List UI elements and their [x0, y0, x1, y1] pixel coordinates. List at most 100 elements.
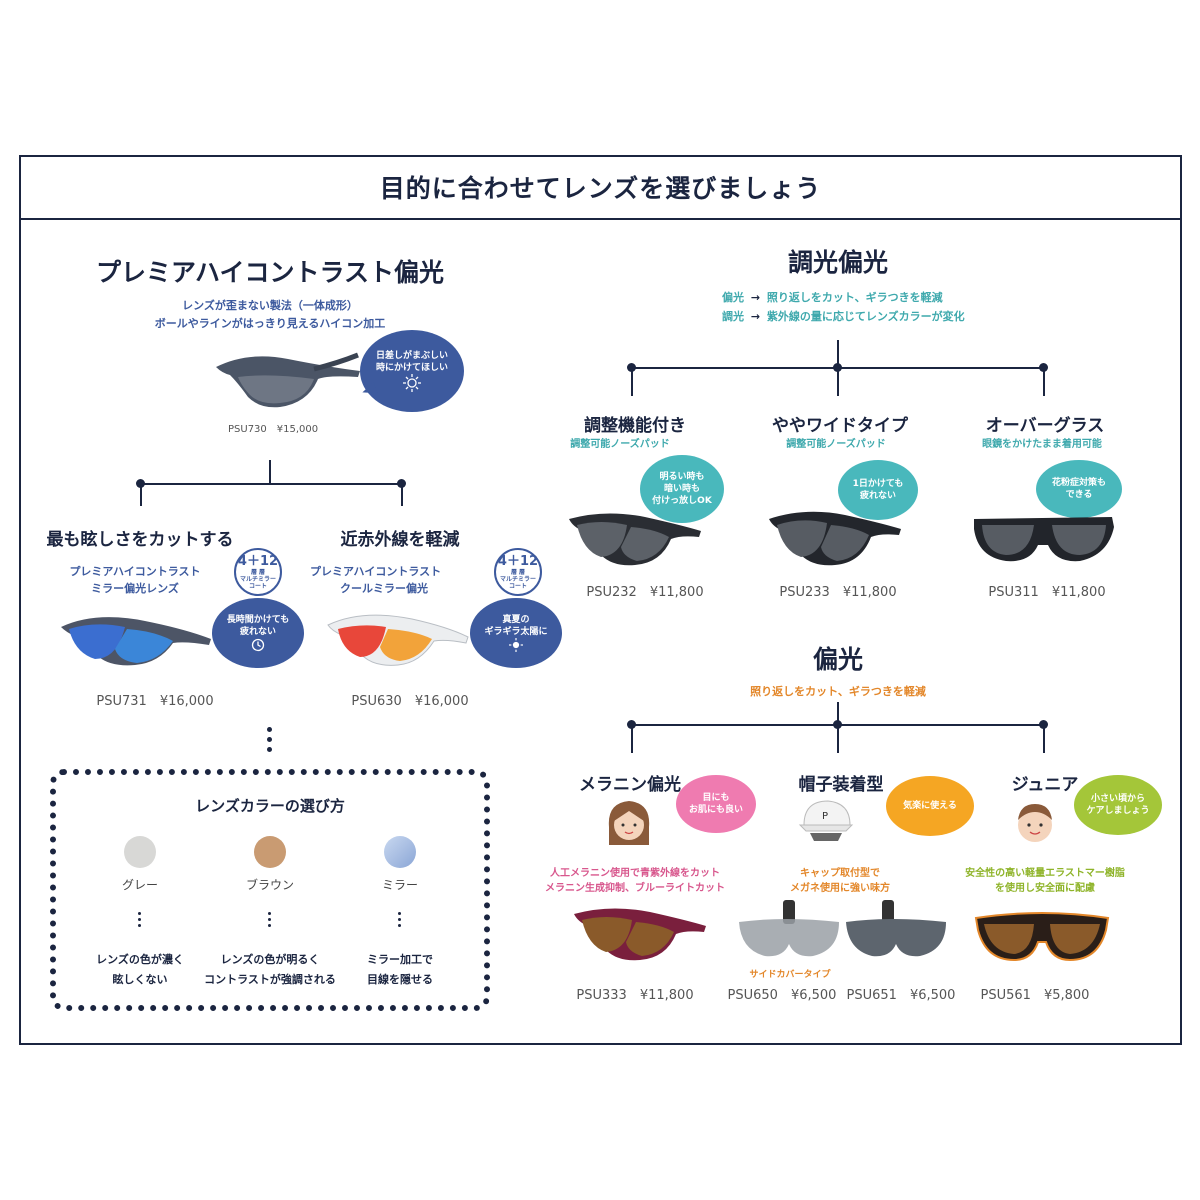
- tree-node: [136, 479, 145, 488]
- badge-text-2: コート: [508, 583, 527, 590]
- wide-sub: 調整可能ノーズパッド: [786, 439, 886, 450]
- melanin-heading: メラニン偏光: [579, 775, 681, 795]
- badge-text-1: マルチミラー: [499, 576, 536, 583]
- tree-connector: [837, 725, 839, 753]
- brown-desc-2: コントラストが強調される: [204, 972, 336, 986]
- svg-text:P: P: [822, 811, 828, 822]
- side-cover-label: サイドカバータイプ: [749, 970, 831, 980]
- junior-heading: ジュニア: [1011, 775, 1079, 795]
- sunglasses-psu731-image: [61, 617, 211, 666]
- bubble-text-1: 日差しがまぶしい: [375, 350, 448, 361]
- price-psu233: PSU233 ¥11,800: [779, 585, 897, 600]
- bubble-text-1: 1日かけても: [852, 478, 904, 489]
- tree-connector: [269, 460, 271, 484]
- infrared-sub-1: プレミアハイコントラスト: [310, 565, 442, 578]
- infrared-speech-bubble: 真夏の ギラギラ太陽に: [470, 598, 562, 668]
- mirror-heading: 最も眩しさをカットする: [46, 530, 234, 550]
- badge-number: 4＋12: [237, 554, 279, 569]
- melanin-speech-bubble: 目にも お肌にも良い: [676, 775, 756, 833]
- brown-desc-1: レンズの色が明るく: [220, 953, 320, 966]
- price-psu630: PSU630 ¥16,000: [351, 694, 469, 709]
- face-icon: [1018, 804, 1052, 842]
- cap-desc-1: キャップ取付型で: [800, 868, 880, 879]
- color-guide-heading: レンズカラーの選び方: [195, 797, 345, 815]
- tree-connector: [837, 368, 839, 396]
- bubble-text-1: 明るい時も: [659, 471, 705, 482]
- badge-text-1: マルチミラー: [239, 576, 276, 583]
- sun-icon: [509, 638, 523, 653]
- bubble-text-1: 花粉症対策も: [1051, 477, 1106, 488]
- adjustable-sub: 調整可能ノーズパッド: [570, 439, 670, 450]
- row2-text: 紫外線の量に応じてレンズカラーが変化: [766, 310, 965, 323]
- continuation-dots: [398, 912, 404, 927]
- bubble-text-2: お肌にも良い: [688, 805, 743, 815]
- mirror-desc-2: 目線を隠せる: [367, 972, 433, 986]
- price-psu730: PSU730 ¥15,000: [228, 424, 319, 435]
- bubble-text-2: ケアしましょう: [1086, 806, 1150, 816]
- bubble-text-3: 付けっ放しOK: [652, 496, 712, 507]
- tree-connector: [140, 484, 142, 506]
- wide-speech-bubble: 1日かけても 疲れない: [838, 460, 918, 520]
- tree-node: [1039, 720, 1048, 729]
- bubble-text-2: 暗い時も: [663, 483, 700, 494]
- row1-text: 照り返しをカット、ギラつきを軽減: [766, 291, 943, 304]
- tree-connector: [1043, 368, 1045, 396]
- tree-node: [1039, 363, 1048, 372]
- overglass-heading: オーバーグラス: [985, 416, 1105, 436]
- bubble-text-1: 目にも: [702, 792, 730, 803]
- tree-node: [627, 363, 636, 372]
- continuation-dots: [267, 727, 273, 752]
- premium-desc-2: ボールやラインがはっきり見えるハイコン加工: [154, 317, 386, 330]
- junior-desc-2: を使用し安全面に配慮: [995, 883, 1095, 894]
- bubble-text-1: 長時間かけても: [226, 614, 290, 625]
- premium-speech-bubble: 日差しがまぶしい 時にかけてほしい: [360, 330, 464, 412]
- photochromic-row-2: 調光 → 紫外線の量に応じてレンズカラーが変化: [722, 308, 965, 324]
- brown-lens-swatch: [254, 836, 286, 868]
- gray-desc-2: 眩しくない: [112, 972, 168, 986]
- bubble-text-1: 小さい頃から: [1090, 793, 1145, 804]
- badge-number: 4＋12: [497, 554, 539, 569]
- sunglasses-psu333-image: [574, 908, 706, 961]
- tree-node: [397, 479, 406, 488]
- brown-lens-name: ブラウン: [245, 878, 294, 892]
- overglass-sub: 眼鏡をかけたまま着用可能: [982, 439, 1102, 450]
- brown-lens-desc: レンズの色が明るく コントラストが強調される: [195, 950, 345, 990]
- bubble-text-1: 真夏の: [502, 614, 530, 625]
- junior-desc-1: 安全性の高い軽量エラストマー樹脂: [965, 868, 1125, 879]
- adjustable-speech-bubble: 明るい時も 暗い時も 付けっ放しOK: [640, 455, 724, 523]
- price-psu561: PSU561 ¥5,800: [980, 988, 1090, 1003]
- tree-connector: [401, 484, 403, 506]
- cap-icon: P: [798, 800, 854, 841]
- tree-node: [833, 363, 842, 372]
- price-psu651: PSU651 ¥6,500: [846, 988, 956, 1003]
- gray-desc-1: レンズの色が濃く: [96, 953, 184, 966]
- premium-heading: プレミアハイコントラスト偏光: [95, 258, 444, 287]
- adjustable-heading: 調整機能付き: [584, 416, 686, 436]
- mirror-speech-bubble: 長時間かけても 疲れない: [212, 598, 304, 668]
- row1-label: 偏光: [722, 291, 744, 304]
- bubble-text-1: 気楽に使える: [903, 800, 957, 811]
- photochromic-heading: 調光偏光: [787, 248, 888, 277]
- multimirror-badge: 4＋12 層 層 マルチミラー コート: [234, 548, 282, 596]
- row2-label: 調光: [722, 310, 744, 323]
- melanin-desc-1: 人工メラニン使用で青紫外線をカット: [550, 868, 720, 879]
- polarized-sub: 照り返しをカット、ギラつきを軽減: [750, 685, 926, 698]
- tree-node: [833, 720, 842, 729]
- gray-lens-name: グレー: [121, 878, 158, 892]
- tree-connector: [837, 702, 839, 728]
- photochromic-row-1: 偏光 → 照り返しをカット、ギラつきを軽減: [722, 289, 943, 305]
- wide-heading: ややワイドタイプ: [772, 416, 908, 436]
- arrow-right-icon: →: [750, 291, 761, 304]
- tree-branch: [140, 483, 402, 485]
- mirror-desc-1: ミラー加工で: [367, 953, 433, 966]
- main-frame: [19, 155, 1182, 1045]
- mirror-sub-1: プレミアハイコントラスト: [69, 565, 201, 578]
- bubble-text-2: ギラギラ太陽に: [484, 627, 548, 637]
- cap-desc-2: メガネ使用に強い味方: [790, 883, 890, 894]
- price-psu333: PSU333 ¥11,800: [576, 988, 694, 1003]
- sunglasses-psu630-image: [327, 614, 469, 666]
- lens-color-guide-box: [50, 769, 490, 1011]
- tree-connector: [837, 340, 839, 370]
- premium-desc-1: レンズが歪まない製法（一体成形）: [182, 299, 358, 312]
- page-title: 目的に合わせてレンズを選びましょう: [19, 155, 1182, 220]
